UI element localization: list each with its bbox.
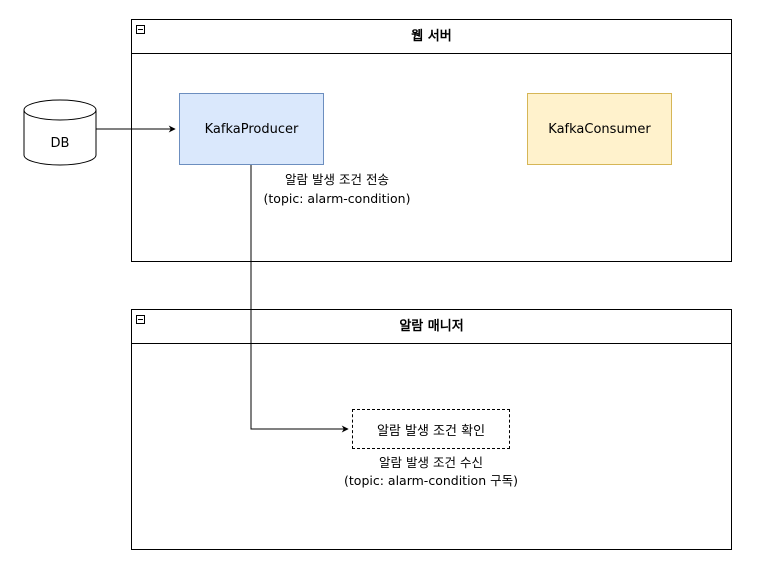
web-server-title: 웹 서버 — [411, 29, 452, 44]
kafka-consumer-node[interactable]: KafkaConsumer — [527, 93, 672, 165]
kafka-producer-node[interactable]: KafkaProducer — [179, 93, 324, 165]
collapse-icon[interactable] — [136, 315, 145, 324]
alarm-manager-title: 알람 매니저 — [399, 319, 464, 334]
db-cylinder[interactable] — [23, 99, 97, 166]
receive-label-line2: (topic: alarm-condition 구독) — [344, 473, 518, 488]
web-server-header: 웹 서버 — [132, 20, 731, 54]
send-label-line2: (topic: alarm-condition) — [263, 191, 411, 206]
db-label: DB — [50, 136, 70, 151]
send-label-line1: 알람 발생 조건 전송 — [285, 172, 389, 187]
receive-label-line1: 알람 발생 조건 수신 — [379, 455, 483, 470]
alarm-check-node[interactable]: 알람 발생 조건 확인 — [352, 409, 510, 449]
alarm-manager-header: 알람 매니저 — [132, 310, 731, 344]
collapse-icon[interactable] — [136, 25, 145, 34]
